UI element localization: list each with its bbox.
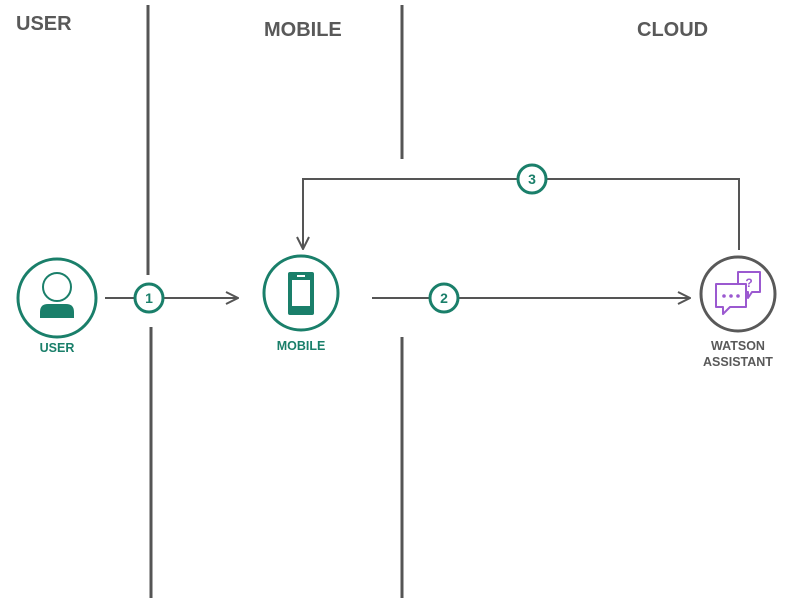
- step-badge-2: 2: [428, 282, 460, 314]
- mobile-node: [262, 254, 340, 332]
- user-node: [16, 257, 98, 339]
- zone-title-cloud: CLOUD: [637, 19, 708, 41]
- zone-divider-user-mobile: [146, 5, 153, 598]
- svg-text:?: ?: [745, 276, 752, 290]
- node-label-watson-line1: WATSON: [711, 339, 765, 353]
- step-number: 1: [145, 290, 153, 306]
- smartphone-icon: [288, 272, 314, 315]
- step-number: 3: [528, 171, 536, 187]
- step-badge-3: 3: [516, 163, 548, 195]
- step-number: 2: [440, 290, 448, 306]
- node-label-user: USER: [40, 341, 75, 355]
- step-badge-1: 1: [133, 282, 165, 314]
- zone-title-user: USER: [16, 13, 72, 35]
- person-icon: [40, 272, 74, 318]
- watson-assistant-node: ?: [699, 255, 777, 333]
- node-label-mobile: MOBILE: [277, 339, 326, 353]
- node-label-watson-line2: ASSISTANT: [703, 355, 773, 369]
- zone-title-mobile: MOBILE: [264, 19, 342, 41]
- chat-bubbles-icon: ?: [715, 271, 761, 315]
